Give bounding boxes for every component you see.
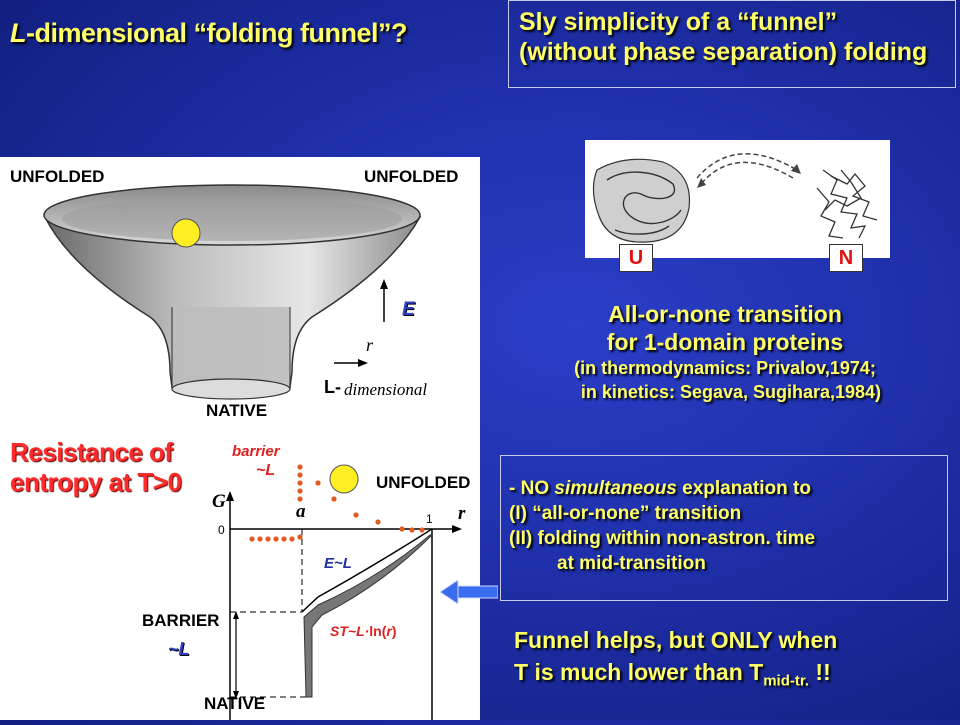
e-scaling-label: E~L [324,555,352,572]
funnel-inner [62,197,402,241]
barrier-top-scale: ~L [256,462,276,479]
barrier-dots [249,464,425,542]
profile-ball [329,464,359,494]
barrier-scale-label: ~L [168,639,190,659]
unfolded-chain [606,171,682,235]
folding-ball [171,218,201,248]
energy-curve [301,528,433,613]
one-label: 1 [426,512,433,526]
page-title: L-dimensional “folding funnel”? [10,18,407,48]
barrier-label: BARRIER [142,611,220,630]
profile-native-label: NATIVE [204,694,266,713]
transition-arrow-top [696,153,798,179]
pointer-arrow-icon [440,580,498,604]
funnel-diagram-panel: UNFOLDED UNFOLDED NATIVE E r L- dimensio… [0,157,480,720]
profile-unfolded-label: UNFOLDED [376,473,471,492]
native-state-label: N [829,244,863,272]
funnel-note: Funnel helps, but ONLY when T is much lo… [514,627,838,690]
energy-axis-label: E [402,299,415,320]
funnel-bottom [171,378,291,400]
l-dimension-label: L- [324,377,341,397]
barrier-top-label: barrier [232,443,280,460]
funnel-diagram-svg [43,184,462,720]
entropy-scaling-label: ST~L·ln(r) [330,623,397,639]
transition-svg [592,153,878,243]
funnel-simplicity-box: Sly simplicity of a “funnel” (without ph… [508,0,956,88]
a-label: a [296,501,306,522]
entropy-band [303,534,434,698]
profile-r-label: r [458,503,466,524]
transition-arrow-bottom [700,161,794,185]
funnel-unfolded-left: UNFOLDED [10,167,105,186]
zero-label: 0 [218,523,225,537]
funnel-native-label: NATIVE [206,401,268,420]
no-explanation-box: - NO simultaneous explanation to (I) “al… [500,455,948,601]
resistance-label: Resistance of entropy at T>0 [10,437,182,497]
radius-axis-label: r [366,335,374,355]
dimensional-label: dimensional [344,380,428,399]
all-or-none-text: All-or-none transition for 1-domain prot… [574,301,882,402]
native-structure [816,169,878,239]
funnel-unfolded-right: UNFOLDED [364,167,459,186]
transition-image-panel [585,140,890,258]
g-axis-label: G [212,491,226,512]
unfolded-state-label: U [619,244,653,272]
